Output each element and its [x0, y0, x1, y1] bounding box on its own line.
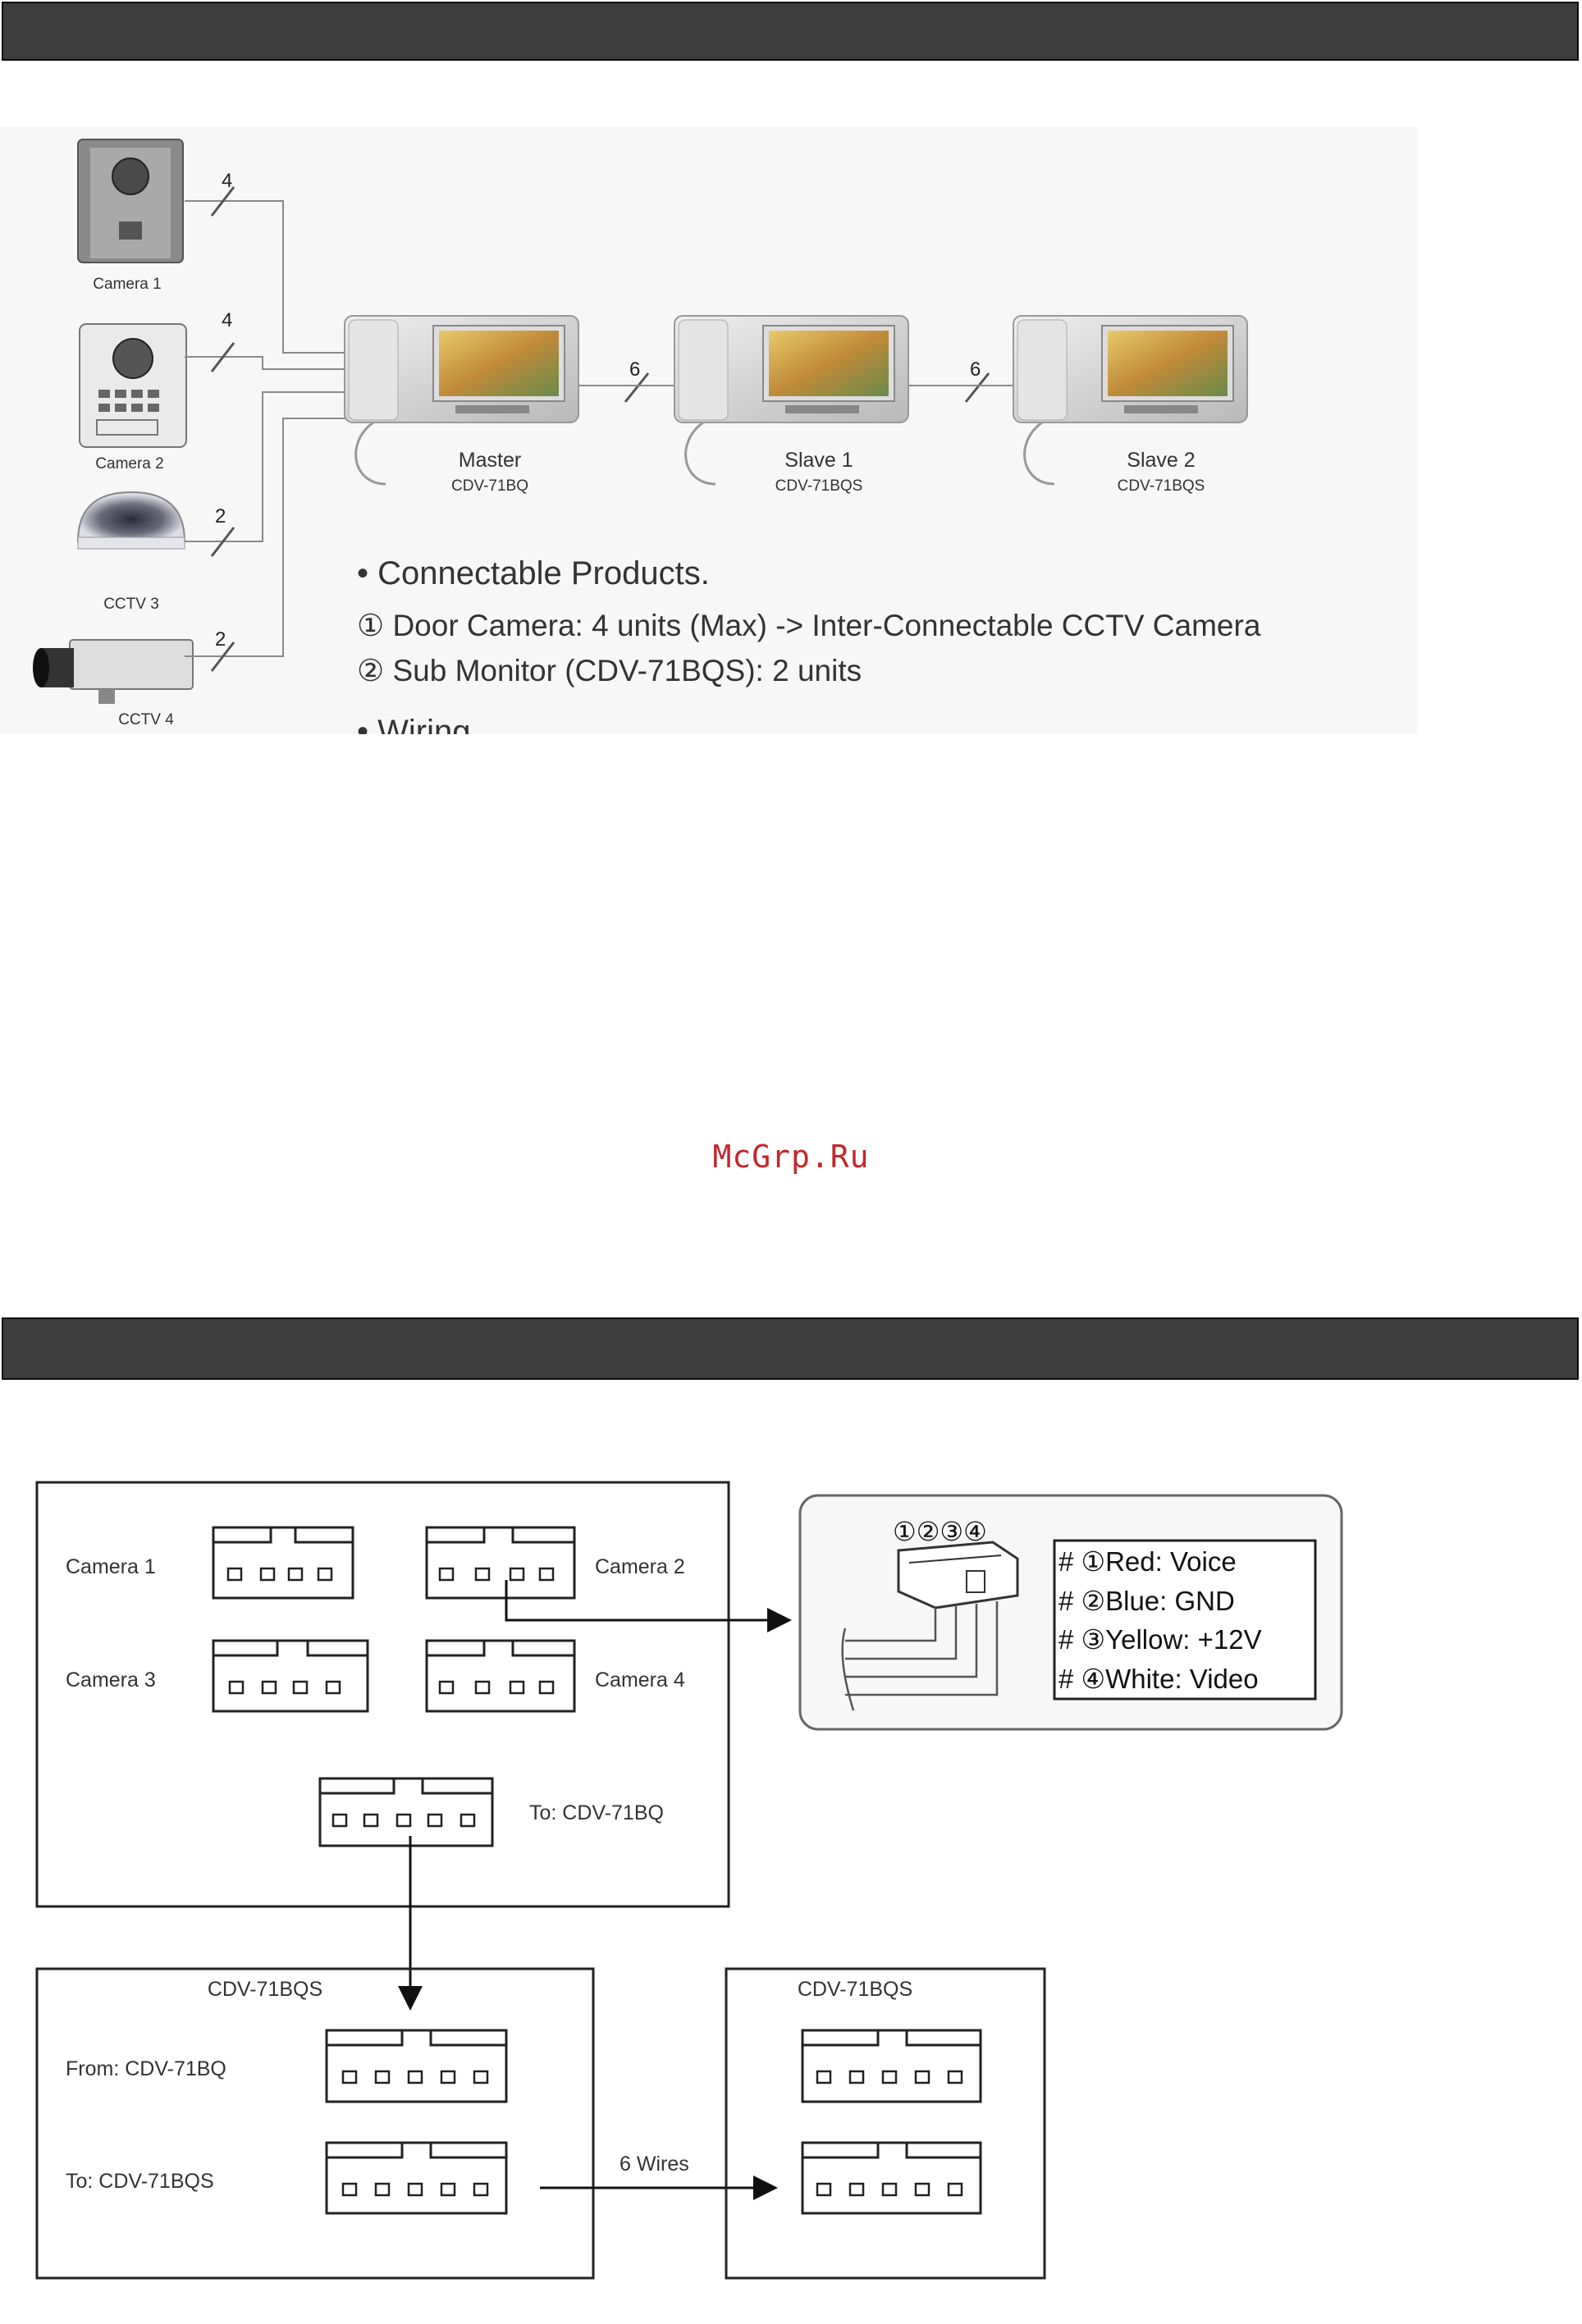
products-heading: • Connectable Products. [357, 555, 710, 591]
to-master-label: To: CDV-71BQ [529, 1801, 664, 1824]
camera-2-connector [425, 1526, 576, 1600]
plug-drawing [841, 1541, 1019, 1711]
master-monitor-device [344, 315, 579, 486]
slave-2-monitor-device [1013, 315, 1248, 486]
wire-count-cctv-3: 2 [215, 505, 226, 527]
slave-box-1-to: To: CDV-71BQS [66, 2170, 214, 2193]
camera-3-connector [212, 1639, 369, 1713]
wire-count-cctv-4: 2 [215, 628, 226, 651]
port-camera-2-label: Camera 2 [595, 1555, 685, 1578]
legend-yellow: # ③Yellow: +12V [1058, 1624, 1262, 1655]
slave-box-1-from: From: CDV-71BQ [66, 2057, 226, 2080]
slave-1-name: Slave 1 [784, 449, 853, 472]
link-wires-1: 6 [629, 358, 640, 381]
slave-1-monitor-device [674, 315, 909, 486]
legend-white: # ④White: Video [1058, 1664, 1259, 1694]
products-item-2: ② Sub Monitor (CDV-71BQS): 2 units [357, 654, 862, 687]
cctv-4-label: CCTV 4 [118, 711, 174, 728]
camera-2-label: Camera 2 [95, 455, 163, 473]
slave-2-out-connector [801, 2141, 982, 2215]
to-master-connector [318, 1777, 494, 1847]
products-item-1: ① Door Camera: 4 units (Max) -> Inter-Co… [357, 609, 1261, 642]
master-name: Master [459, 449, 521, 472]
six-wires-label: 6 Wires [620, 2153, 689, 2176]
slave-1-model: CDV-71BQS [775, 477, 863, 495]
slave-2-model: CDV-71BQS [1118, 477, 1205, 495]
slave-1-from-connector [325, 2029, 508, 2103]
slave-2-in-connector [801, 2029, 982, 2103]
master-connector-box [35, 1481, 730, 1908]
watermark-link[interactable]: McGrp.Ru [712, 1139, 870, 1175]
master-model: CDV-71BQ [451, 477, 528, 495]
legend-red: # ①Red: Voice [1058, 1546, 1237, 1577]
camera-1-label: Camera 1 [93, 276, 161, 293]
slave-box-2-title: CDV-71BQS [798, 1978, 912, 2001]
slave-box-2 [725, 1967, 1046, 2280]
port-camera-3-label: Camera 3 [66, 1669, 156, 1692]
cctv-3-label: CCTV 3 [103, 596, 159, 613]
dome-camera-icon [76, 491, 186, 550]
section-header-bar-middle [2, 1317, 1579, 1380]
port-camera-4-label: Camera 4 [595, 1669, 685, 1692]
detail-arrow [505, 1580, 792, 1632]
wire-count-camera-2: 4 [222, 309, 232, 331]
slave-box-1-title: CDV-71BQS [208, 1978, 322, 2001]
box-camera-icon [33, 639, 194, 704]
camera-2-device [79, 323, 187, 448]
slave-box-1 [35, 1967, 595, 2280]
wiring-heading-cut: • Wiring [357, 714, 470, 750]
photo-panel [0, 127, 1418, 734]
slave-2-name: Slave 2 [1127, 449, 1195, 472]
camera-4-connector [425, 1639, 576, 1713]
camera-1-connector [212, 1526, 354, 1600]
slave-1-to-connector [325, 2141, 508, 2215]
legend-blue: # ②Blue: GND [1058, 1586, 1235, 1616]
section-header-bar-top [2, 2, 1579, 61]
port-camera-1-label: Camera 1 [66, 1555, 156, 1578]
pin-numbers: ①②③④ [893, 1517, 987, 1546]
camera-1-device [77, 139, 184, 263]
wire-count-slashes [210, 186, 990, 672]
wire-color-legend [1053, 1539, 1317, 1701]
link-wires-2: 6 [970, 358, 981, 381]
wire-count-camera-1: 4 [222, 170, 232, 192]
